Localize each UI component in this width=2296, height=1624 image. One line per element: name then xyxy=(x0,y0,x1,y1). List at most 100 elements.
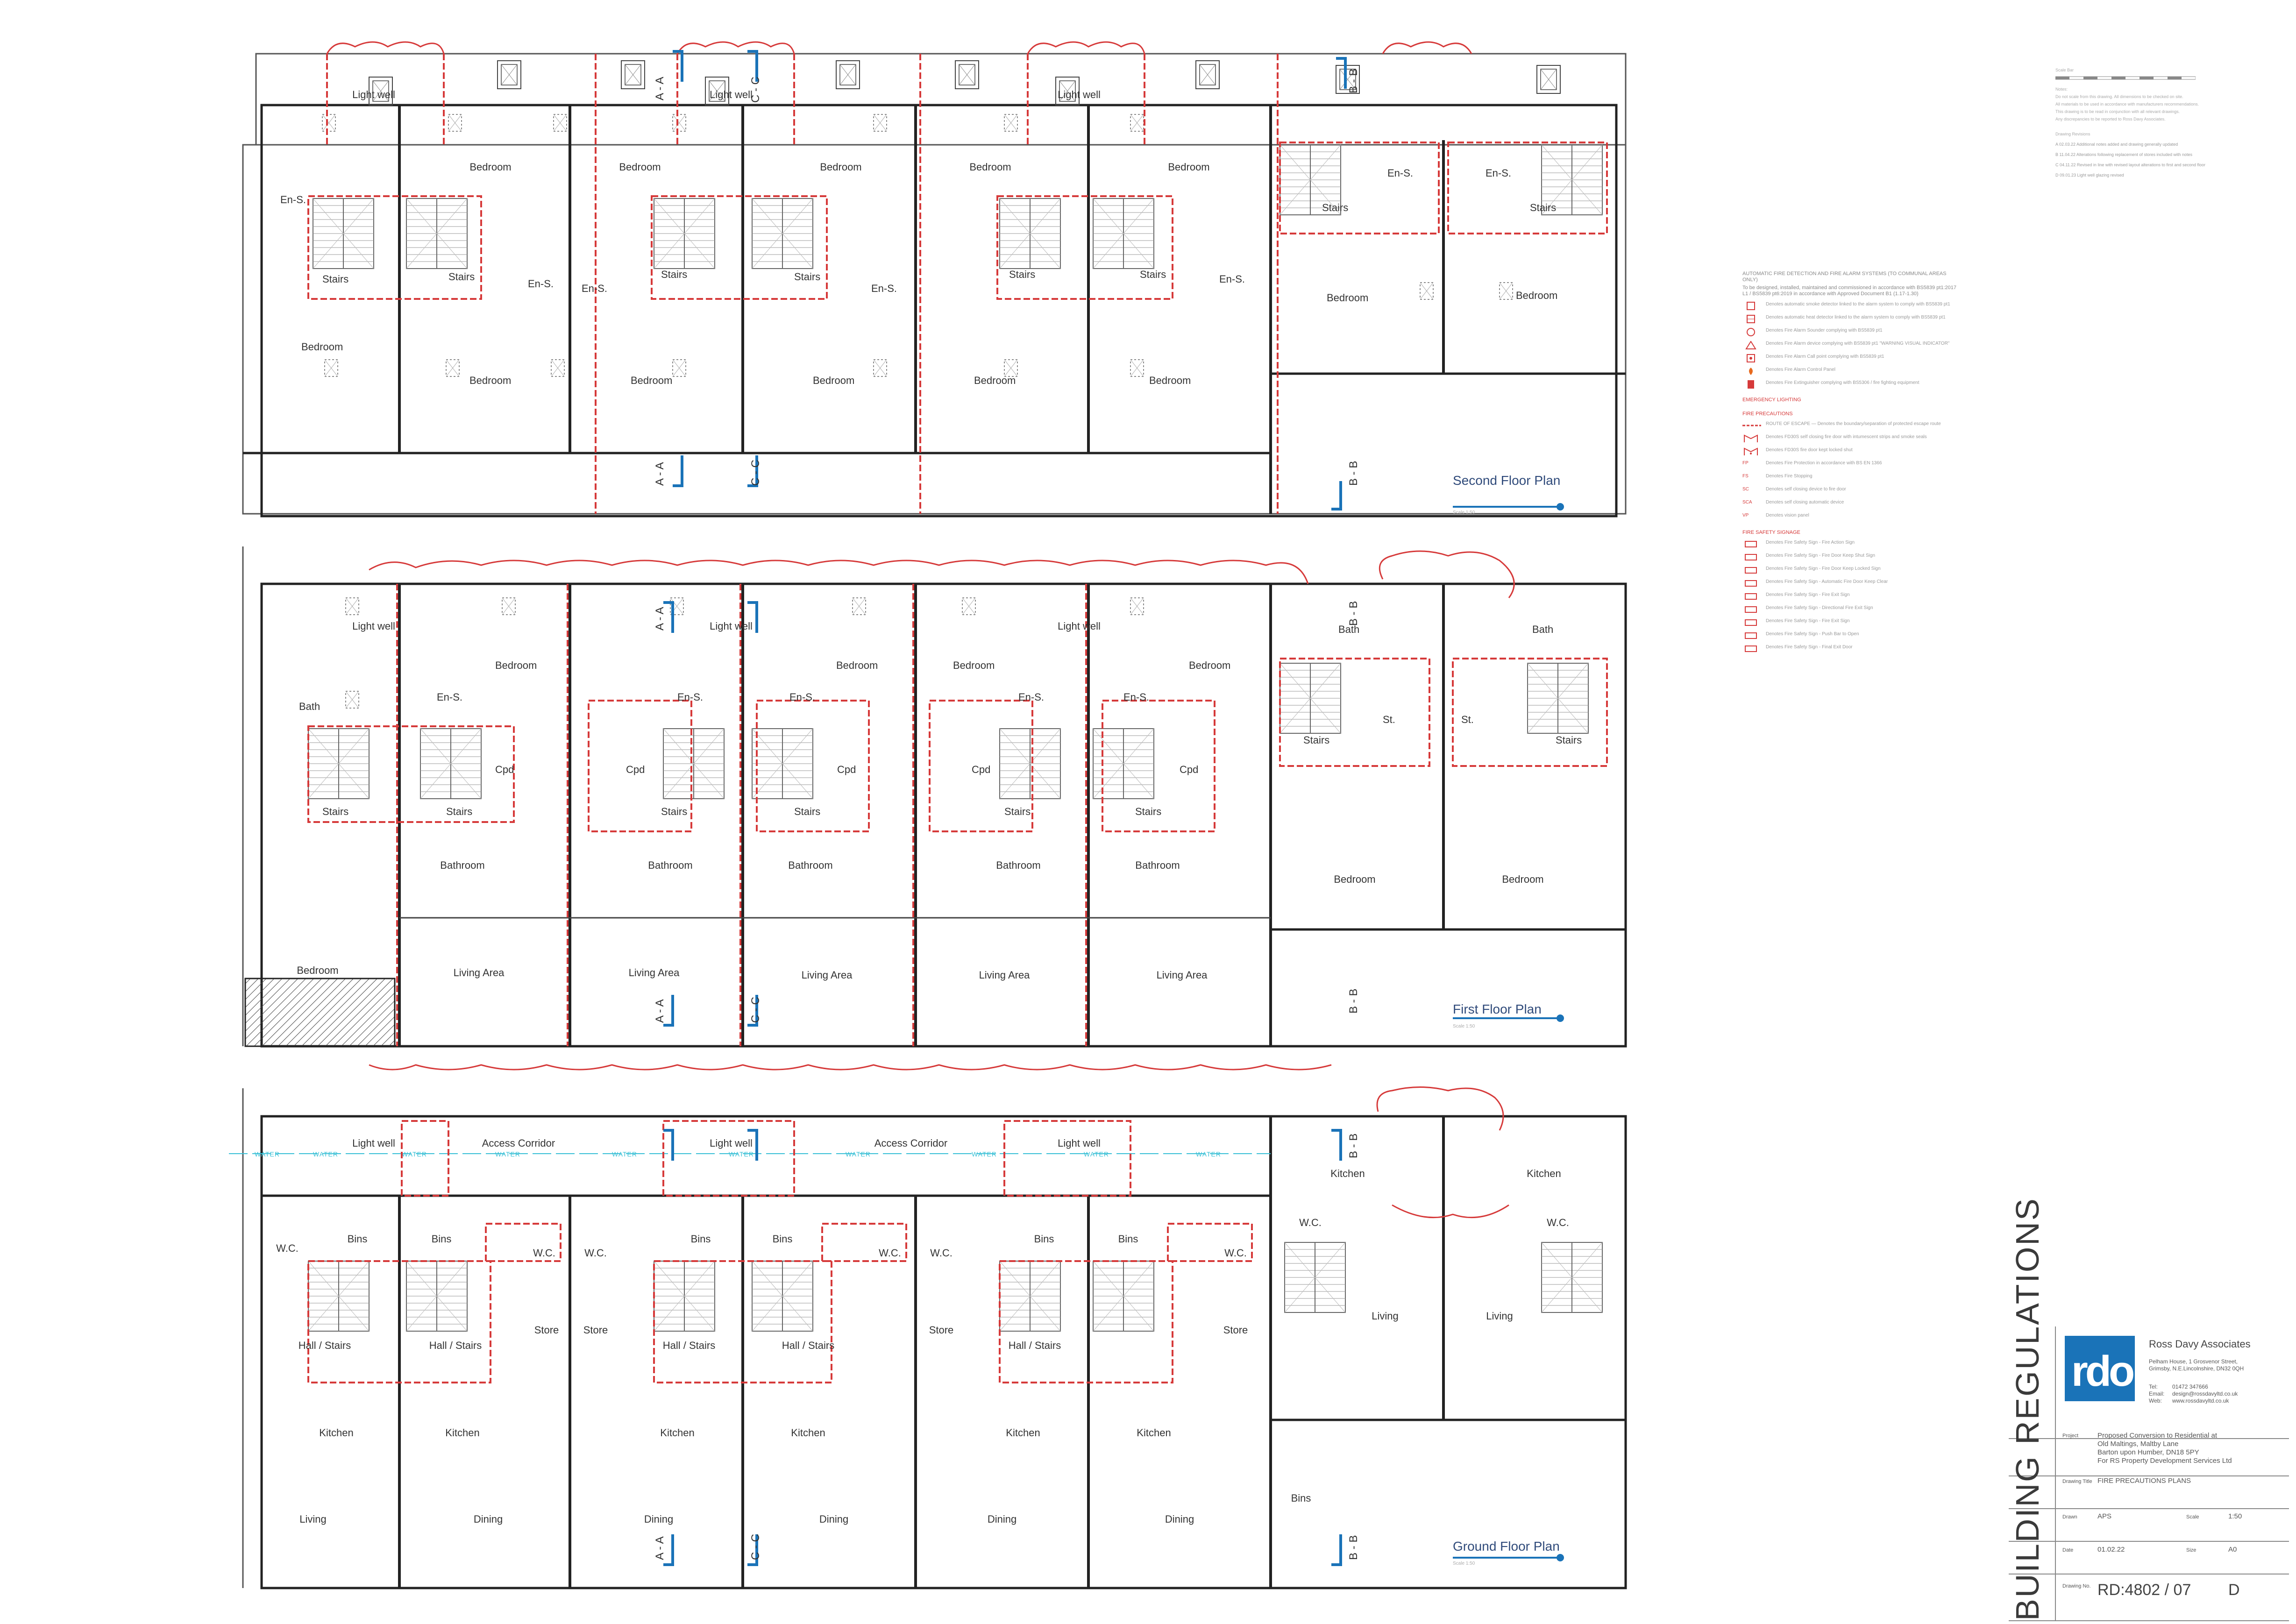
section-mark: B - B xyxy=(1347,1134,1360,1158)
legend-text: Denotes Fire Alarm Control Panel xyxy=(1766,367,1835,372)
room-label: Kitchen xyxy=(1006,1427,1040,1439)
project-text: Proposed Conversion to Residential at Ol… xyxy=(2097,1432,2232,1465)
sheet-note: Any discrepancies to be reported to Ross… xyxy=(2055,117,2166,121)
escape-route-icon xyxy=(1742,425,1761,426)
tel-value: 01472 347666 xyxy=(2172,1383,2208,1390)
sheet-note: Notes: xyxy=(2055,87,2068,92)
revision-row: B 11.04.22 Alterations following replace… xyxy=(2055,152,2193,157)
firm-address: Pelham House, 1 Grosvenor Street, Grimsb… xyxy=(2149,1358,2244,1372)
room-label: Bedroom xyxy=(297,964,338,976)
room-label: Access Corridor xyxy=(482,1137,555,1149)
room-label: Light well xyxy=(710,89,753,100)
afd-body: To be designed, installed, maintained an… xyxy=(1742,285,1957,297)
ground-floor-plan: WATER WATER WATER WATER WATER WATER WATE… xyxy=(229,1086,1627,1589)
scale-label: Scale xyxy=(2186,1514,2199,1520)
legend-text: Denotes Fire Alarm device complying with… xyxy=(1766,341,1950,346)
room-label: Dining xyxy=(988,1513,1016,1525)
room-label: Store xyxy=(929,1324,954,1336)
legend-text: Denotes FD30S fire door kept locked shut xyxy=(1766,447,1853,453)
room-label: Cpd xyxy=(495,764,514,775)
room-label: Dining xyxy=(819,1513,848,1525)
legend-code: FP xyxy=(1742,461,1749,466)
room-label: Bathroom xyxy=(1135,859,1180,871)
room-label: Stairs xyxy=(1009,269,1035,280)
legend-row: Denotes Fire Alarm device complying with… xyxy=(1742,341,1957,349)
room-label: Living xyxy=(1372,1310,1398,1322)
room-label: Store xyxy=(534,1324,559,1336)
legend-text: Denotes Fire Alarm Call point complying … xyxy=(1766,354,1884,359)
room-label: W.C. xyxy=(1299,1217,1322,1228)
revision-row: A 02.03.22 Additional notes added and dr… xyxy=(2055,142,2178,147)
room-label: Bedroom xyxy=(301,341,343,353)
room-label: Bedroom xyxy=(469,375,511,386)
control-panel-icon xyxy=(1749,368,1753,375)
legend-row: Denotes FD30S self closing fire door wit… xyxy=(1742,434,1957,443)
water-label: WATER xyxy=(1084,1150,1109,1158)
legend-row: Denotes Fire Alarm Sounder complying wit… xyxy=(1742,328,1957,336)
second-floor-plan: Light well Light well Light well Bedroom… xyxy=(242,41,1627,518)
legend-row: Denotes Fire Safety Sign - Fire Exit Sig… xyxy=(1742,592,1957,601)
call-point-icon xyxy=(1747,354,1755,362)
heat-detector-icon xyxy=(1747,315,1755,323)
room-label: W.C. xyxy=(584,1247,607,1259)
legend-row: Denotes Fire Alarm Control Panel xyxy=(1742,367,1957,376)
room-label: Living Area xyxy=(629,967,680,979)
room-label: En-S. xyxy=(280,194,306,206)
room-label: Stairs xyxy=(1140,269,1166,280)
room-label: Stairs xyxy=(1322,202,1348,213)
signage-heading: FIRE SAFETY SIGNAGE xyxy=(1742,530,1800,535)
room-label: En-S. xyxy=(437,691,462,703)
room-label: W.C. xyxy=(879,1247,901,1259)
section-mark: C - C xyxy=(749,77,762,103)
legend-text: Denotes Fire Safety Sign - Final Exit Do… xyxy=(1766,645,1853,650)
section-mark: C - C xyxy=(749,997,762,1023)
visual-alarm-icon xyxy=(1745,341,1756,349)
legend-text: Denotes self closing device to fire door xyxy=(1766,487,1846,492)
section-mark: B - B xyxy=(1347,1535,1360,1560)
room-label: Kitchen xyxy=(445,1427,479,1439)
room-label: Stairs xyxy=(322,806,348,817)
legend-row: FP Denotes Fire Protection in accordance… xyxy=(1742,461,1957,469)
tel-label: Tel: xyxy=(2149,1383,2158,1390)
water-label: WATER xyxy=(495,1150,520,1158)
firm-contact: Tel:01472 347666 Email:design@rossdavylt… xyxy=(2149,1383,2238,1404)
room-label: Kitchen xyxy=(791,1427,825,1439)
email-value: design@rossdavyltd.co.uk xyxy=(2172,1390,2238,1397)
web-value: www.rossdavyltd.co.uk xyxy=(2172,1397,2229,1404)
plan-title: Ground Floor Plan xyxy=(1453,1539,1560,1553)
sign-icon xyxy=(1745,593,1757,600)
sign-icon xyxy=(1745,606,1757,613)
legend-code: SC xyxy=(1742,487,1749,492)
drawing-no-label: Drawing No. xyxy=(2062,1583,2091,1589)
room-label: Bedroom xyxy=(820,161,861,173)
water-label: WATER xyxy=(402,1150,427,1158)
legend-text: Denotes automatic heat detector linked t… xyxy=(1766,315,1946,320)
water-label: WATER xyxy=(313,1150,338,1158)
room-label: Cpd xyxy=(626,764,645,775)
room-label: En-S. xyxy=(677,691,703,703)
first-floor-plan: Light well Light well Light well Bath Ba… xyxy=(242,546,1627,1071)
section-mark: A - A xyxy=(654,462,666,486)
sign-icon xyxy=(1745,619,1757,626)
room-label: Hall / Stairs xyxy=(663,1340,715,1351)
room-label: Bathroom xyxy=(788,859,832,871)
room-label: Bedroom xyxy=(495,660,537,671)
date-value: 01.02.22 xyxy=(2097,1546,2125,1553)
legend-text: Denotes Fire Safety Sign - Fire Exit Sig… xyxy=(1766,618,1850,624)
scale-bar-label: Scale Bar xyxy=(2055,68,2074,72)
room-label: En-S. xyxy=(528,278,554,290)
room-label: En-S. xyxy=(871,283,897,294)
room-label: Bedroom xyxy=(1334,873,1375,885)
title-block: rdo Ross Davy Associates Pelham House, 1… xyxy=(2013,1275,2256,1611)
section-mark: C - C xyxy=(749,1534,762,1560)
room-label: En-S. xyxy=(1219,273,1245,285)
room-label: Store xyxy=(1223,1324,1248,1336)
room-label: Stairs xyxy=(794,806,820,817)
room-label: Store xyxy=(583,1324,608,1336)
scale-bar xyxy=(2055,76,2196,80)
room-label: Bins xyxy=(1034,1233,1054,1245)
room-label: W.C. xyxy=(1224,1247,1247,1259)
room-label: En-S. xyxy=(1123,691,1149,703)
